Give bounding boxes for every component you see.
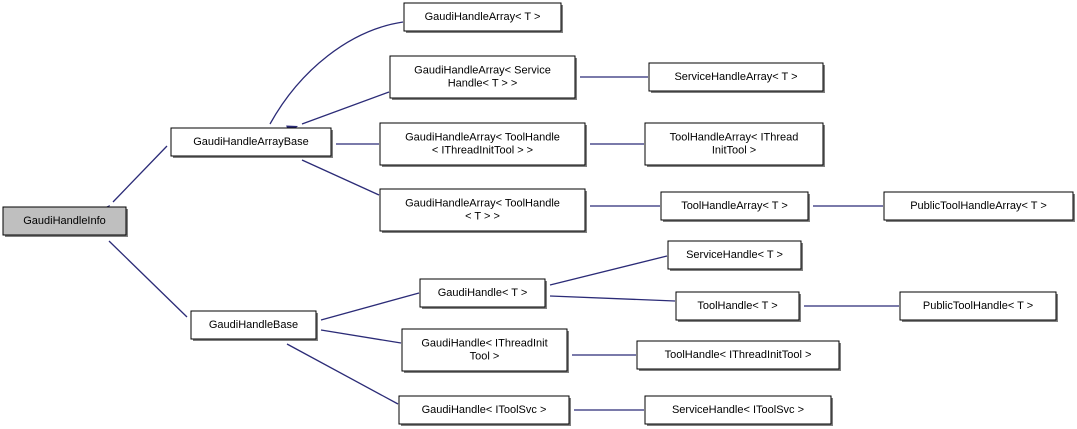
node-label: GaudiHandleBase bbox=[209, 319, 298, 331]
edge-line bbox=[108, 240, 188, 318]
node-box[interactable] bbox=[883, 191, 1074, 221]
inheritance-edge bbox=[93, 226, 188, 318]
class-node-gaudi-handle-array-base[interactable]: GaudiHandleArrayBase bbox=[170, 127, 333, 158]
node-label: Handle< T > > bbox=[448, 77, 518, 89]
node-label: ServiceHandleArray< T > bbox=[674, 71, 797, 83]
node-box[interactable] bbox=[170, 127, 332, 157]
inheritance-edge bbox=[559, 405, 644, 415]
node-label: PublicToolHandle< T > bbox=[923, 300, 1033, 312]
edge-line bbox=[301, 91, 390, 125]
edge-line bbox=[320, 292, 420, 321]
node-box[interactable] bbox=[403, 2, 562, 32]
class-node-tool-handle-ithreadinittool[interactable]: ToolHandle< IThreadInitTool > bbox=[636, 340, 841, 371]
edge-line bbox=[112, 145, 168, 203]
class-node-service-handle-t[interactable]: ServiceHandle< T > bbox=[667, 240, 803, 271]
inheritance-edge bbox=[271, 331, 399, 405]
node-box[interactable] bbox=[675, 291, 800, 321]
node-box[interactable] bbox=[660, 191, 809, 221]
class-node-gaudi-handle-ithreadinittool[interactable]: GaudiHandle< IThreadInitTool > bbox=[401, 328, 569, 373]
node-box[interactable] bbox=[379, 188, 586, 232]
node-label: ToolHandle< IThreadInitTool > bbox=[665, 349, 812, 361]
node-label: GaudiHandleArray< Service bbox=[414, 64, 551, 76]
node-label: ServiceHandle< T > bbox=[686, 249, 783, 261]
node-label: < IThreadInitTool > > bbox=[432, 144, 533, 156]
class-node-gaudi-handle-t[interactable]: GaudiHandle< T > bbox=[419, 278, 547, 309]
class-node-tool-handle-t[interactable]: ToolHandle< T > bbox=[675, 291, 801, 322]
node-label: PublicToolHandleArray< T > bbox=[910, 200, 1047, 212]
node-label: GaudiHandleInfo bbox=[23, 215, 106, 227]
node-box[interactable] bbox=[636, 340, 840, 370]
node-box[interactable] bbox=[899, 291, 1057, 321]
node-label: ServiceHandle< IToolSvc > bbox=[672, 404, 804, 416]
class-node-public-tool-handle-t[interactable]: PublicToolHandle< T > bbox=[899, 291, 1058, 322]
node-box[interactable] bbox=[401, 328, 568, 372]
node-box[interactable] bbox=[648, 62, 824, 92]
node-label: GaudiHandle< IToolSvc > bbox=[422, 404, 547, 416]
inheritance-edge bbox=[534, 291, 676, 302]
edge-line bbox=[549, 295, 676, 302]
node-label: GaudiHandleArray< ToolHandle bbox=[405, 197, 560, 209]
node-label: ToolHandle< T > bbox=[697, 300, 777, 312]
class-node-public-tool-handle-array-t[interactable]: PublicToolHandleArray< T > bbox=[883, 191, 1075, 222]
inheritance-edge bbox=[305, 322, 402, 344]
edge-line bbox=[286, 343, 399, 405]
node-label: ToolHandleArray< T > bbox=[681, 200, 788, 212]
node-box[interactable] bbox=[644, 122, 824, 166]
class-node-gaudi-handle-base[interactable]: GaudiHandleBase bbox=[190, 310, 318, 341]
node-box[interactable] bbox=[419, 278, 546, 308]
class-node-service-handle-itoolsvc[interactable]: ServiceHandle< IToolSvc > bbox=[644, 395, 833, 426]
node-box[interactable] bbox=[667, 240, 802, 270]
edge-line bbox=[301, 159, 380, 196]
node-label: GaudiHandle< IThreadInit bbox=[421, 337, 547, 349]
inheritance-edge bbox=[258, 21, 404, 140]
node-label: GaudiHandleArrayBase bbox=[193, 136, 309, 148]
inheritance-edge bbox=[565, 72, 648, 82]
class-node-gaudi-handle-array-service-handle-t[interactable]: GaudiHandleArray< ServiceHandle< T > > bbox=[389, 55, 577, 100]
node-box[interactable] bbox=[379, 122, 586, 166]
class-node-tool-handle-array-ithreadinittool[interactable]: ToolHandleArray< IThreadInitTool > bbox=[644, 122, 825, 167]
class-node-gaudi-handle-array-tool-handle-t[interactable]: GaudiHandleArray< ToolHandle< T > > bbox=[379, 188, 587, 233]
class-node-service-handle-array-t[interactable]: ServiceHandleArray< T > bbox=[648, 62, 825, 93]
class-node-gaudi-handle-array-tool-handle-ithreadinittool[interactable]: GaudiHandleArray< ToolHandle< IThreadIni… bbox=[379, 122, 587, 167]
inheritance-edge bbox=[534, 255, 668, 288]
inheritance-edge bbox=[789, 301, 899, 311]
inheritance-edge bbox=[575, 201, 660, 211]
node-label: < T > > bbox=[465, 210, 500, 222]
node-label: GaudiHandle< T > bbox=[438, 287, 528, 299]
class-node-gaudi-handle-info[interactable]: GaudiHandleInfo bbox=[2, 206, 128, 237]
edge-line bbox=[549, 255, 668, 286]
node-label: GaudiHandleArray< ToolHandle bbox=[405, 131, 560, 143]
node-label: InitTool > bbox=[712, 144, 756, 156]
node-label: Tool > bbox=[470, 350, 500, 362]
class-node-gaudi-handle-array-t[interactable]: GaudiHandleArray< T > bbox=[403, 2, 563, 33]
inheritance-edge bbox=[798, 201, 883, 211]
node-label: GaudiHandleArray< T > bbox=[425, 11, 541, 23]
edge-line bbox=[269, 21, 404, 125]
inheritance-edge bbox=[305, 292, 420, 329]
node-box[interactable] bbox=[190, 310, 317, 340]
class-node-tool-handle-array-t[interactable]: ToolHandleArray< T > bbox=[660, 191, 810, 222]
node-box[interactable] bbox=[644, 395, 832, 425]
node-box[interactable] bbox=[2, 206, 127, 236]
node-label: ToolHandleArray< IThread bbox=[670, 131, 799, 143]
node-box[interactable] bbox=[389, 55, 576, 99]
edge-line bbox=[320, 329, 402, 344]
inheritance-edge bbox=[99, 145, 168, 217]
node-box[interactable] bbox=[398, 395, 570, 425]
class-node-gaudi-handle-itoolsvc[interactable]: GaudiHandle< IToolSvc > bbox=[398, 395, 571, 426]
